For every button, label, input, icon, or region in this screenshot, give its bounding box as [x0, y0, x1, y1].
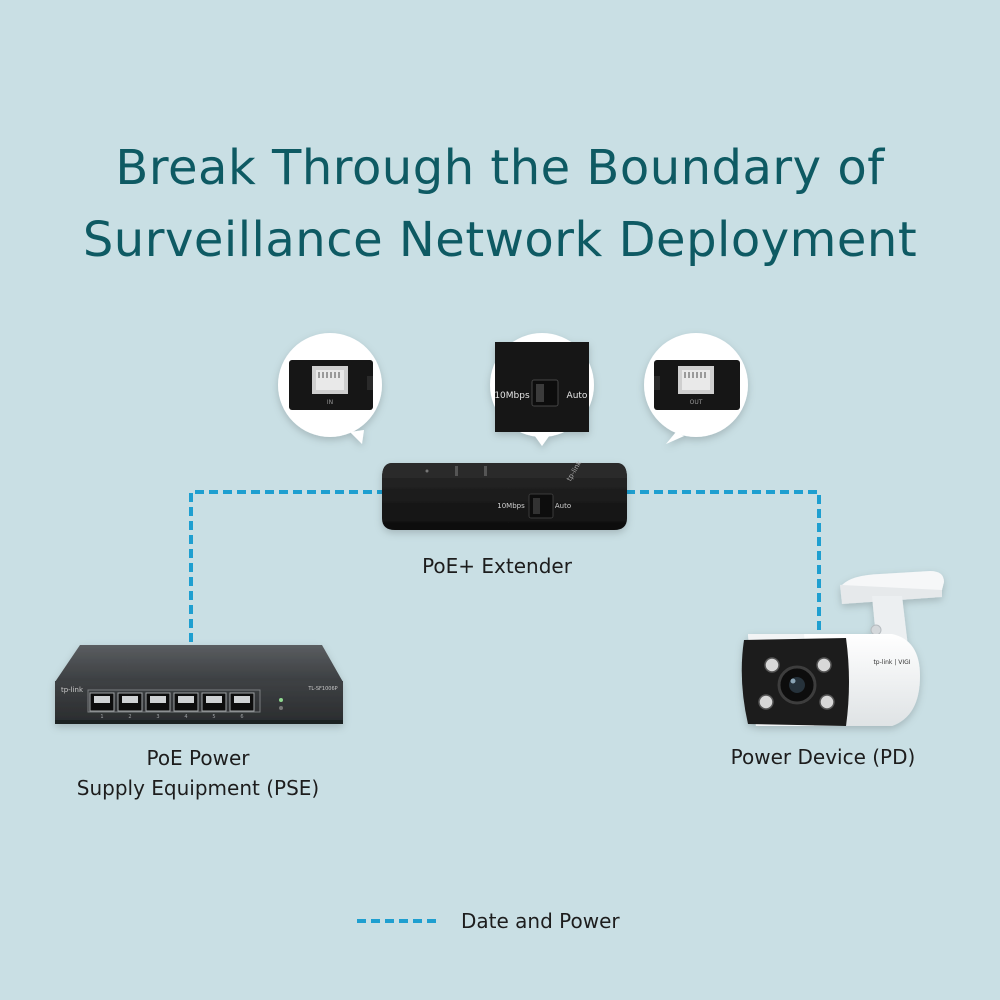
bubble-auto-label: Auto — [567, 391, 588, 401]
ip-camera-device: tp-link | VIGI — [741, 571, 944, 726]
switch-port-row — [89, 692, 255, 712]
zoom-bubble-mode-switch: 10Mbps Auto — [490, 333, 594, 446]
pse-label-line-1: PoE Power — [146, 746, 250, 770]
poe-extender-device: tp-link 10Mbps Auto — [382, 459, 627, 530]
switch-model-label: TL-SF1006P — [307, 686, 337, 692]
pse-label-line-2: Supply Equipment (PSE) — [76, 776, 320, 800]
page-title: Break Through the Boundary of Surveillan… — [0, 132, 1000, 276]
poe-switch-device: tp-link TL-SF1006P 1 2 3 4 5 6 — [55, 645, 343, 724]
switch-port-number: 1 — [100, 714, 103, 720]
pd-label: Power Device (PD) — [730, 745, 916, 769]
camera-brand-logo: tp-link | VIGI — [873, 659, 910, 666]
zoom-bubble-out-port: OUT — [644, 333, 748, 444]
extender-10mbps-label: 10Mbps — [497, 502, 525, 510]
title-line-1: Break Through the Boundary of — [115, 140, 885, 196]
pse-label: PoE Power Supply Equipment (PSE) — [48, 743, 348, 803]
in-port-label: IN — [327, 399, 333, 406]
connection-extender-to-pd — [626, 490, 821, 632]
legend-label: Date and Power — [461, 909, 620, 933]
switch-port-number: 4 — [184, 714, 187, 720]
extender-label: PoE+ Extender — [422, 554, 572, 578]
switch-port-number: 3 — [156, 714, 159, 720]
extender-auto-label: Auto — [555, 502, 571, 510]
connection-pse-to-extender — [189, 490, 384, 642]
switch-port-number: 6 — [240, 714, 243, 720]
switch-port-number: 2 — [128, 714, 131, 720]
bubble-10mbps-label: 10Mbps — [494, 391, 530, 401]
switch-port-number: 5 — [212, 714, 215, 720]
switch-brand-logo: tp-link — [61, 686, 84, 694]
title-line-2: Surveillance Network Deployment — [82, 212, 918, 268]
connection-lines — [189, 490, 821, 642]
switch-power-led — [279, 698, 283, 702]
zoom-bubble-in-port: IN — [278, 333, 382, 444]
out-port-label: OUT — [690, 399, 703, 406]
